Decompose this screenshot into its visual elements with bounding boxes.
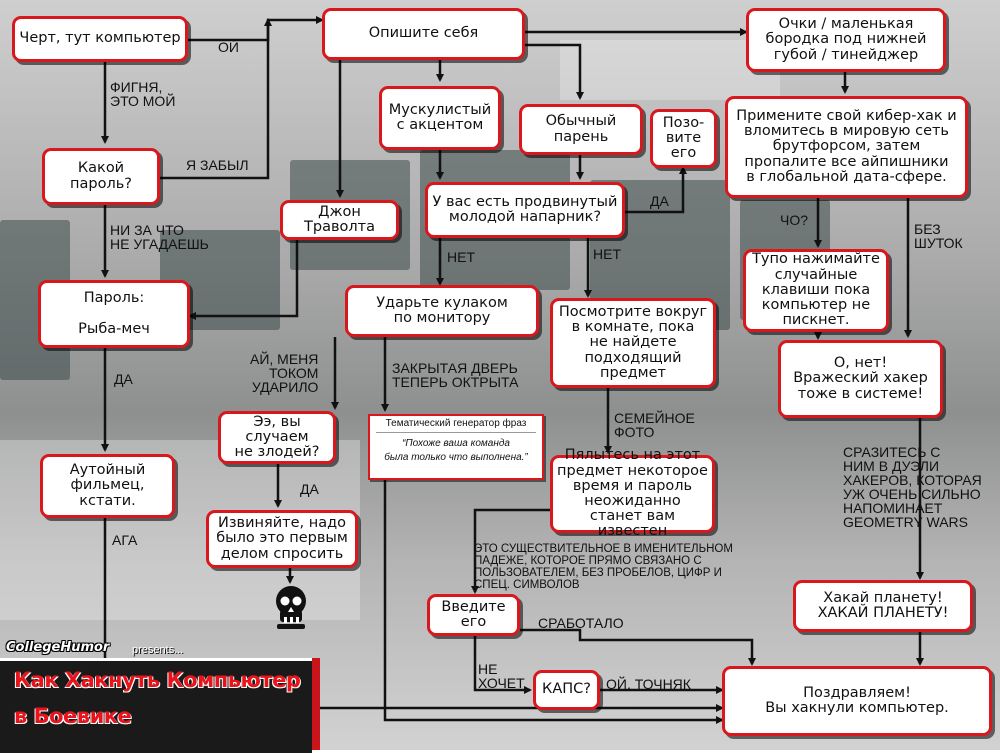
- label-fignya: ФИГНЯ, ЭТО МОЙ: [110, 79, 176, 109]
- label-aga: АГА: [112, 532, 138, 548]
- node-start-computer: Черт, тут компьютер: [12, 16, 188, 62]
- label-dver: ЗАКРЫТАЯ ДВЕРЬ ТЕПЕРЬ ОКТРЫТА: [392, 360, 519, 390]
- label-oy: ОЙ: [218, 39, 239, 55]
- node-enter-it: Введите его: [427, 594, 520, 636]
- node-awesome-movie: Аутойный фильмец, кстати.: [40, 454, 175, 518]
- node-describe-yourself: Опишите себя: [322, 8, 525, 60]
- label-srazites: СРАЗИТЕСЬ С НИМ В ДУЭЛИ ХАКЕРОВ, КОТОРАЯ…: [843, 444, 982, 530]
- label-da-1: ДА: [114, 371, 133, 387]
- node-john-travolta: Джон Траволта: [280, 200, 399, 240]
- node-cyber-hack: Примените свой кибер-хак и вломитесь в м…: [725, 96, 968, 198]
- label-ay: АЙ, МЕНЯ ТОКОМ УДАРИЛО: [250, 351, 319, 395]
- node-what-password: Какой пароль?: [42, 148, 160, 205]
- skull-icon: [276, 586, 306, 629]
- node-enemy-hacker: О, нет! Вражеский хакер тоже в системе!: [778, 340, 943, 418]
- node-regular-guy: Обычный парень: [519, 104, 643, 155]
- phrase-generator-body: “Похоже ваша команда была только что вып…: [384, 438, 528, 463]
- node-are-you-villain: Ээ, вы случаем не злодей?: [218, 411, 336, 464]
- label-net-1: НЕТ: [447, 249, 475, 265]
- node-congrats: Поздравляем! Вы хакнули компьютер.: [722, 666, 992, 736]
- node-look-around: Посмотрите вокруг в комнате, пока не най…: [550, 298, 716, 388]
- node-password-swordfish: Пароль: Рыба-меч: [38, 280, 190, 348]
- node-glasses-teen: Очки / маленькая бородка под нижней губо…: [746, 8, 946, 72]
- branding-panel: [0, 640, 330, 753]
- node-random-keys: Тупо нажимайте случайные клавиши пока ко…: [743, 249, 889, 332]
- phrase-generator-note: Тематический генератор фраз “Похоже ваша…: [368, 414, 544, 480]
- brand-presents: presents...: [132, 644, 184, 656]
- label-da-2: ДА: [300, 481, 319, 497]
- label-da-partner: ДА: [650, 193, 669, 209]
- label-nizachto: НИ ЗА ЧТО НЕ УГАДАЕШЬ: [110, 222, 209, 252]
- node-punch-monitor: Ударьте кулаком по монитору: [345, 285, 539, 337]
- label-tochnyak: ОЙ, ТОЧНЯК: [606, 676, 691, 692]
- label-nehochet: НЕ ХОЧЕТ: [478, 661, 525, 691]
- label-net-2: НЕТ: [593, 246, 621, 262]
- phrase-generator-title: Тематический генератор фраз: [376, 416, 536, 433]
- collegehumor-logo: CollegeHumor: [6, 640, 110, 655]
- node-stare-object: Пялытесь на этот предмет некоторое время…: [550, 448, 715, 539]
- label-bez: БЕЗ ШУТОК: [914, 221, 963, 251]
- poster-title-line-2: в Боевике: [14, 704, 132, 728]
- label-noun-rule: ЭТО СУЩЕСТВИТЕЛЬНОЕ В ИМЕНИТЕЛЬНОМ ПАДЕЖ…: [474, 543, 733, 592]
- node-young-partner: У вас есть продвинутый молодой напарник?: [425, 182, 625, 238]
- node-hack-planet: Хакай планету! ХАКАЙ ПЛАНЕТУ!: [793, 580, 973, 632]
- label-zabyl: Я ЗАБЫЛ: [186, 157, 249, 173]
- node-caps: КАПС?: [533, 670, 600, 710]
- node-muscular-accent: Мускулистый с акцентом: [379, 86, 501, 150]
- node-sorry-should-ask: Извиняйте, надо было это первым делом сп…: [206, 510, 358, 568]
- poster-title-line-1: Как Хакнуть Компьютер: [14, 668, 301, 692]
- label-srabotalo: СРАБОТАЛО: [538, 615, 624, 631]
- label-cho: ЧО?: [780, 212, 809, 228]
- label-foto: СЕМЕЙНОЕ ФОТО: [614, 410, 695, 440]
- node-call-him: Позо- вите его: [650, 109, 717, 168]
